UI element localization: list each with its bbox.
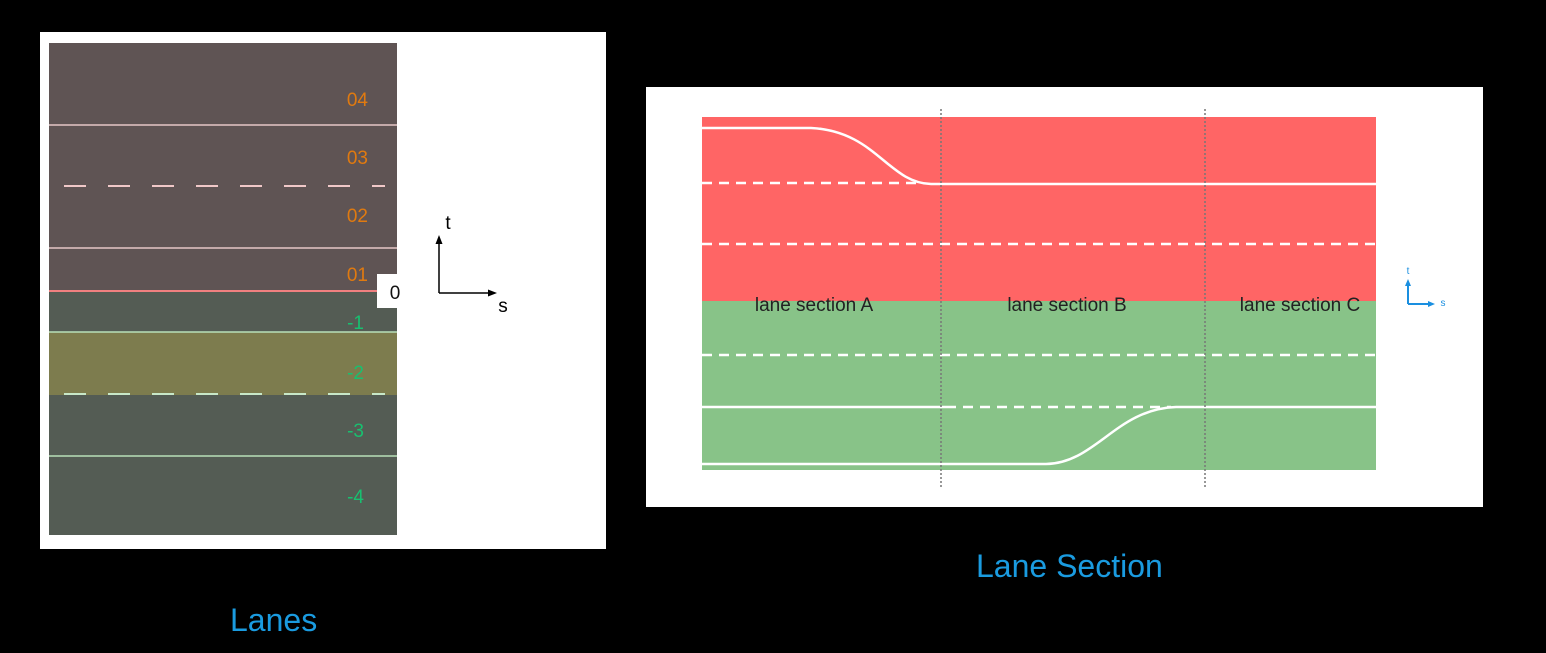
lane-label-minus-3: -3: [347, 421, 364, 442]
lane-label-01: 01: [347, 265, 368, 286]
widening-lane-boundary: [702, 405, 1376, 466]
section-label-a: lane section A: [755, 295, 874, 316]
section-left-lanes-area: [702, 117, 1376, 301]
merging-lane-boundary: [702, 126, 1376, 186]
left-lanes-area: [49, 43, 397, 292]
ts-axis-icon-small: [1405, 279, 1435, 307]
s-axis-label-small: s: [1441, 298, 1446, 309]
lanes-diagram: 04 03 02 01 -1 -2 -3 -4 0 t s: [49, 43, 508, 535]
s-axis-label: s: [498, 296, 508, 317]
center-lane-box: [377, 274, 404, 308]
lane-label-02: 02: [347, 206, 368, 227]
lanes-figure: 04 03 02 01 -1 -2 -3 -4 0 t s: [40, 32, 606, 549]
lanes-caption: Lanes: [230, 602, 318, 638]
lane-label-minus-2: -2: [347, 363, 364, 384]
lane-label-minus-1: -1: [347, 313, 364, 334]
center-lane-label: 0: [390, 283, 401, 304]
t-axis-label: t: [445, 213, 451, 234]
t-axis-label-small: t: [1407, 266, 1410, 277]
lane-label-04: 04: [347, 90, 369, 111]
lane-section-caption: Lane Section: [976, 548, 1163, 584]
lane-minus-2-highlight: [49, 332, 397, 395]
section-right-lanes-area: [702, 301, 1376, 470]
lane-section-diagram: lane section A lane section B lane secti…: [702, 109, 1446, 487]
lane-label-03: 03: [347, 148, 368, 169]
ts-axis-icon: [435, 235, 497, 297]
lane-label-minus-4: -4: [347, 487, 364, 508]
right-lanes-area: [49, 292, 397, 535]
section-label-c: lane section C: [1240, 295, 1360, 316]
lane-section-figure: lane section A lane section B lane secti…: [646, 87, 1483, 507]
section-label-b: lane section B: [1007, 295, 1126, 316]
